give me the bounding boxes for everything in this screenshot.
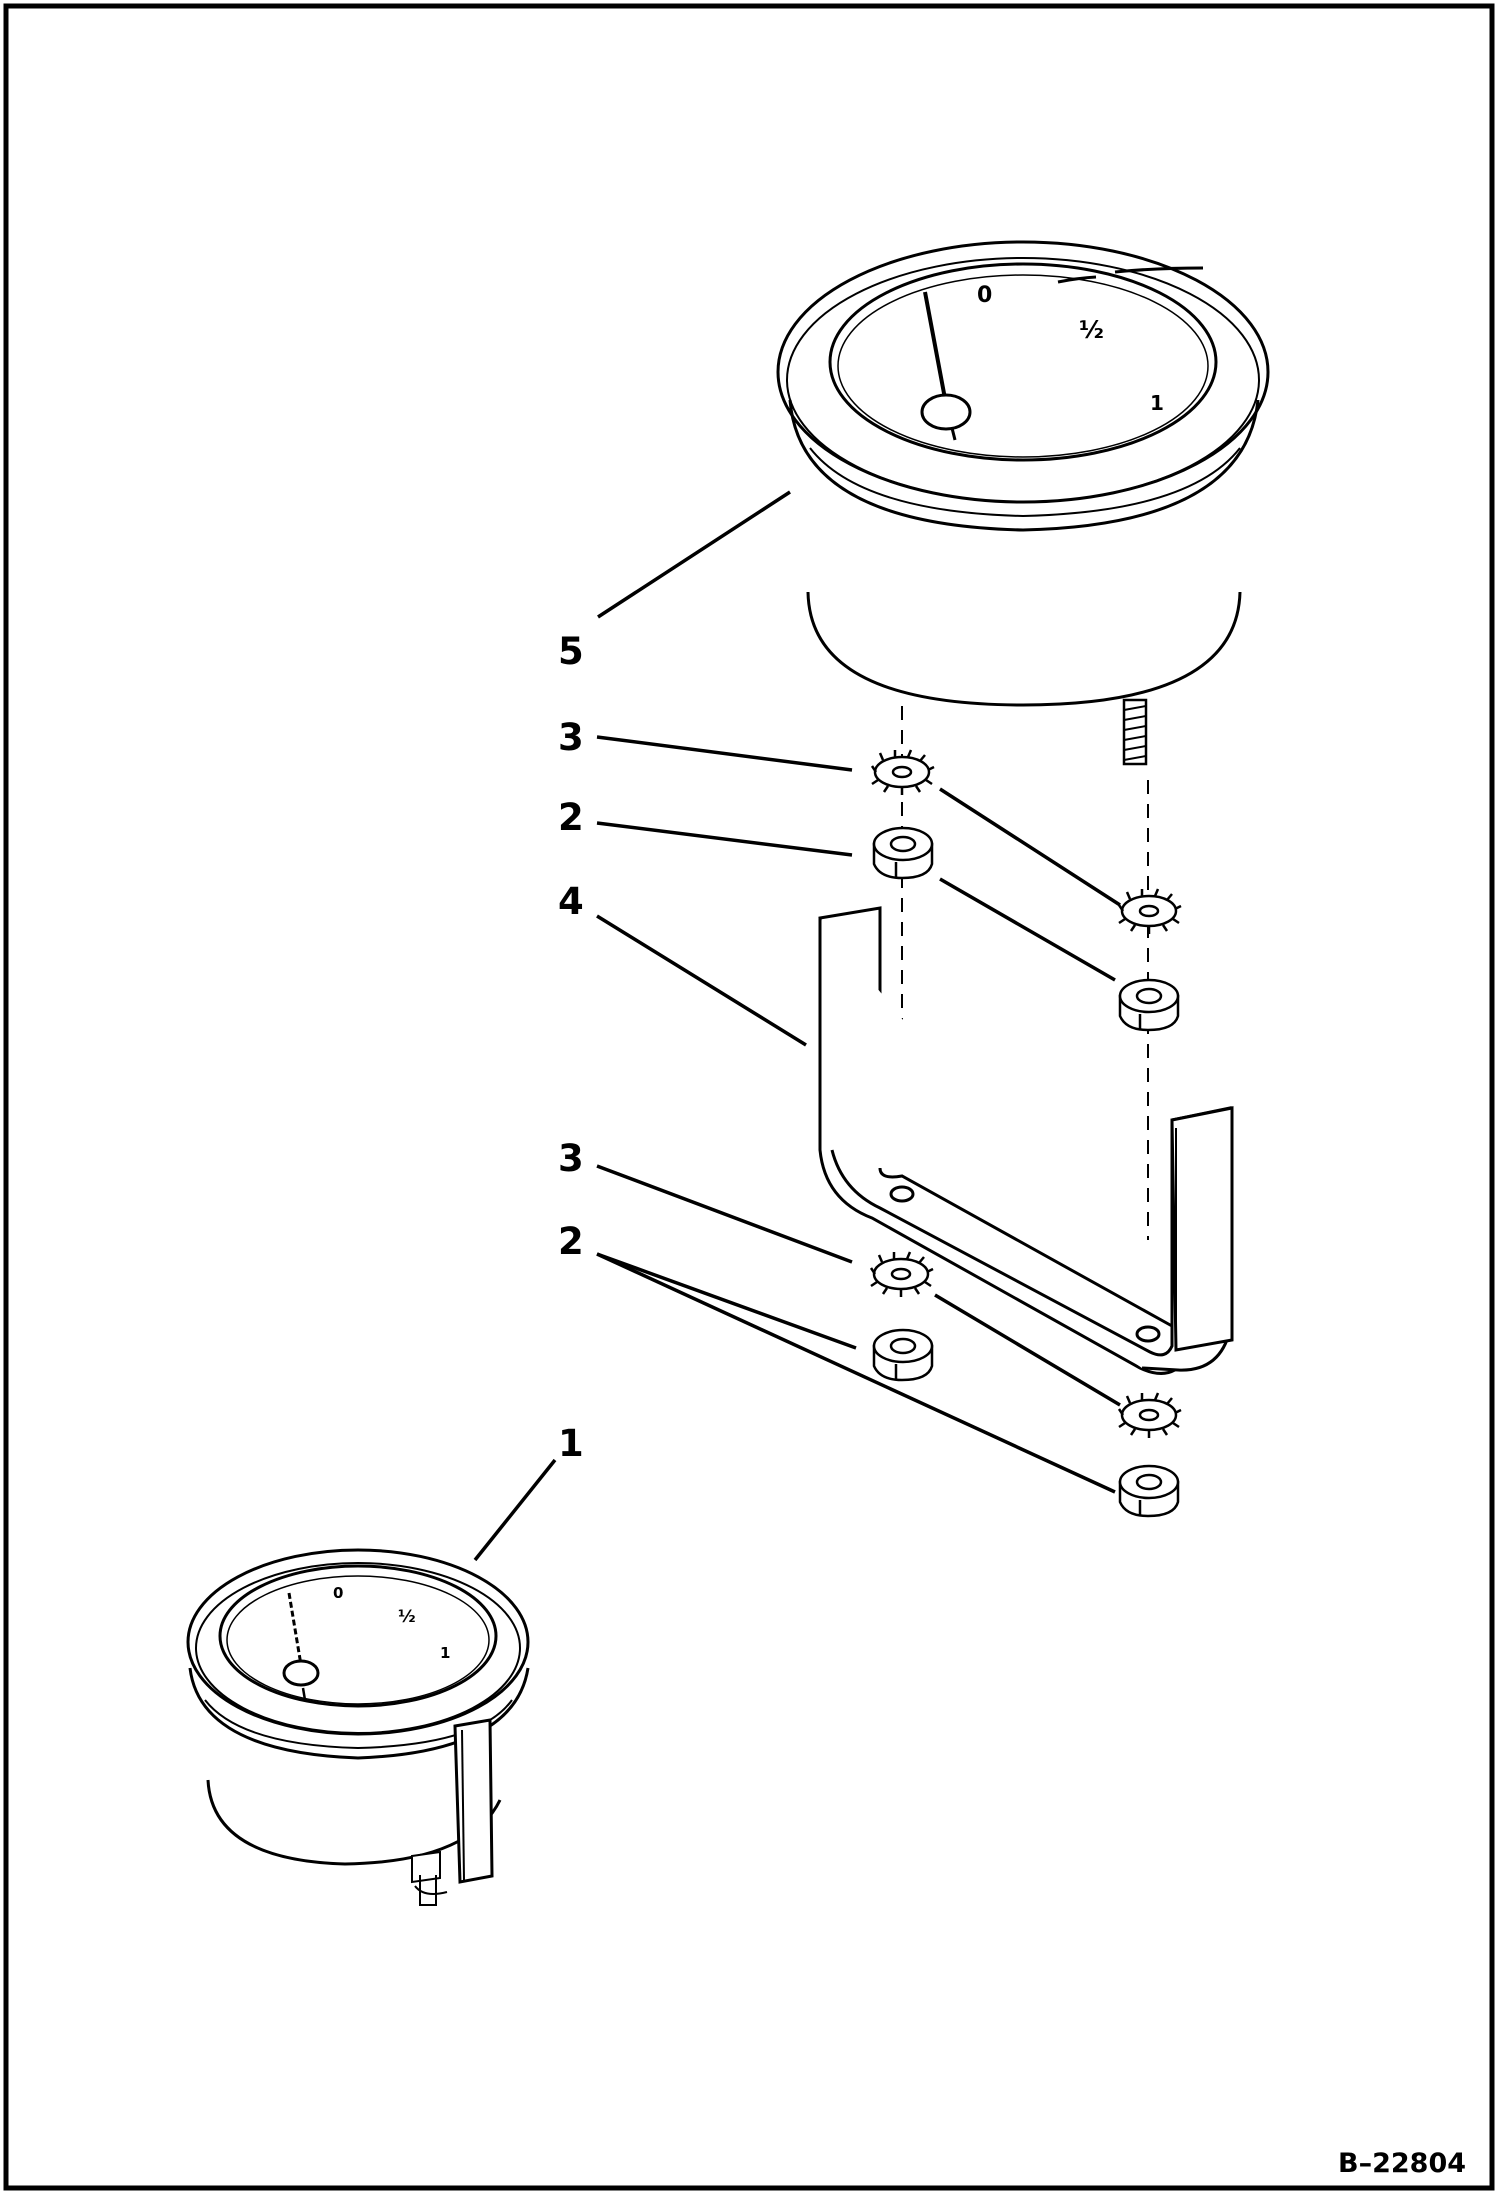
hex-nut-lower-left	[872, 1328, 934, 1382]
gauge-large-label-half: ½	[1079, 316, 1104, 344]
page-border	[3, 3, 1495, 2191]
callout-2-lower: 2	[558, 1220, 584, 1263]
lock-washer-lower-right	[1117, 1392, 1182, 1438]
callout-2-upper: 2	[558, 796, 584, 839]
gauge-large	[776, 240, 1270, 766]
gauge-assembled-face	[218, 1564, 498, 1708]
callout-4: 4	[558, 880, 584, 923]
gauge-assembled-label-zero: 0	[333, 1584, 343, 1602]
lock-washer-upper-left	[870, 749, 935, 795]
figure-number: B–22804	[1338, 2148, 1466, 2179]
gauge-large-label-one: 1	[1150, 391, 1164, 415]
callout-3-lower: 3	[558, 1137, 584, 1180]
gauge-large-needle	[923, 291, 948, 405]
lock-washer-lower-left	[869, 1251, 934, 1297]
mounting-bracket	[818, 906, 1234, 1375]
hex-nut-upper-right	[1118, 978, 1180, 1032]
callout-5: 5	[558, 630, 584, 673]
hex-nut-upper-left	[872, 826, 934, 880]
gauge-large-hub	[920, 393, 972, 431]
gauge-assembled	[186, 1548, 530, 1906]
gauge-assembled-label-half: ½	[398, 1607, 416, 1627]
gauge-large-body	[806, 591, 1242, 707]
gauge-large-face	[828, 262, 1218, 462]
callout-1: 1	[558, 1422, 584, 1465]
gauge-assembled-label-one: 1	[440, 1644, 450, 1662]
lock-washer-upper-right	[1117, 888, 1182, 934]
hex-nut-lower-right	[1118, 1464, 1180, 1518]
gauge-large-label-zero: 0	[977, 283, 992, 308]
leader-lines	[473, 490, 1121, 1562]
callout-3-upper: 3	[558, 716, 584, 759]
